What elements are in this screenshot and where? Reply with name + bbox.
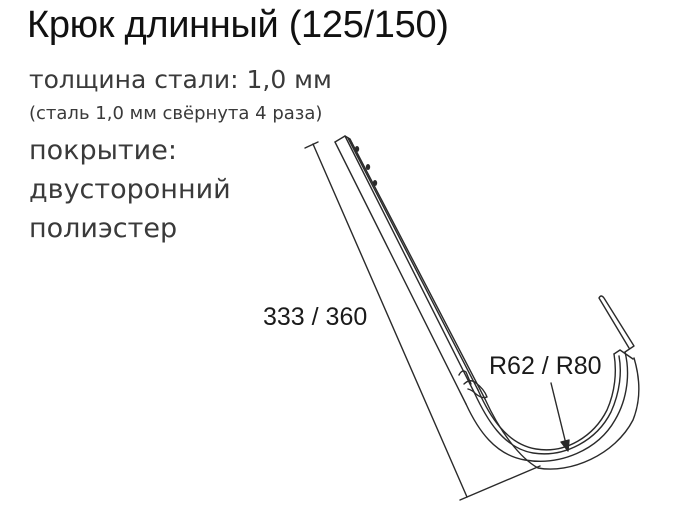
coating-value-line1: двусторонний — [29, 174, 231, 205]
coating-label: покрытие: — [29, 135, 177, 166]
radius-leader-arrow — [550, 382, 570, 452]
hook-curve — [465, 295, 640, 470]
length-dimension-label: 333 / 360 — [263, 303, 368, 331]
steel-thickness-spec: толщина стали: 1,0 мм — [29, 65, 332, 94]
coating-value-line2: полиэстер — [29, 213, 178, 244]
radius-dimension-label: R62 / R80 — [489, 352, 602, 380]
product-title: Крюк длинный (125/150) — [27, 4, 449, 46]
mount-hole — [365, 164, 371, 170]
mount-hole — [372, 180, 378, 186]
length-dimension-line — [304, 141, 541, 501]
mount-hole — [354, 146, 360, 152]
hook-shaft — [334, 135, 486, 405]
steel-thickness-note: (сталь 1,0 мм свёрнута 4 раза) — [29, 103, 323, 124]
